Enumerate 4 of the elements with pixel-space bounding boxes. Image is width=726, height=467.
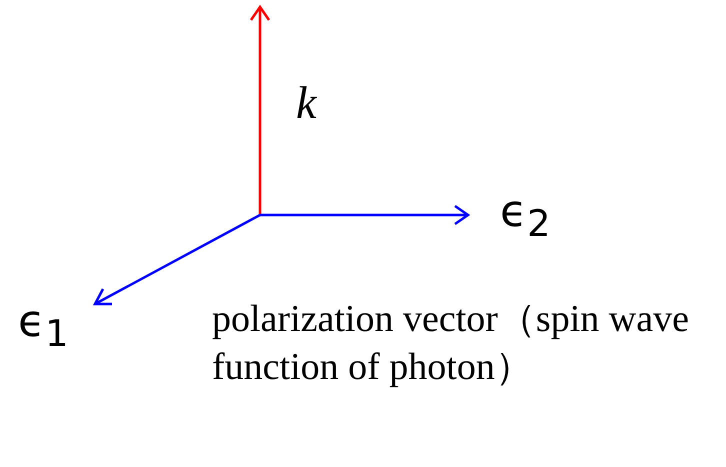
vector-label: ϵ$_{1}$ [18,300,68,352]
vector-label: ϵ$_{2}$ [500,190,550,242]
vector-label: k [296,80,316,126]
caption-text: polarization vector（spin wave function of photon） [212,297,690,390]
